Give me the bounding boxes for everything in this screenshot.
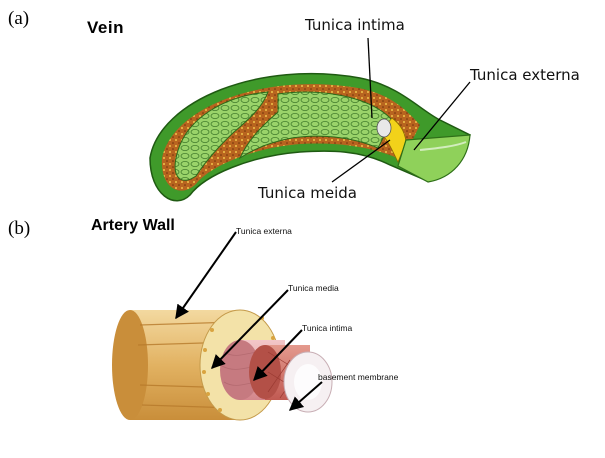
artery-externa-arrow bbox=[176, 232, 236, 318]
artery-label-tunica-externa: Tunica externa bbox=[236, 226, 292, 236]
artery-label-tunica-media: Tunica media bbox=[288, 283, 339, 293]
vein-label-tunica-externa: Tunica externa bbox=[470, 66, 580, 84]
vein-label-tunica-intima: Tunica intima bbox=[305, 16, 405, 34]
vein-label-tunica-media: Tunica meida bbox=[258, 184, 357, 202]
artery-label-tunica-intima: Tunica intima bbox=[302, 323, 352, 333]
vein-illustration bbox=[150, 74, 470, 201]
artery-label-basement-membrane: basement membrane bbox=[318, 372, 398, 382]
artery-illustration bbox=[112, 310, 332, 420]
